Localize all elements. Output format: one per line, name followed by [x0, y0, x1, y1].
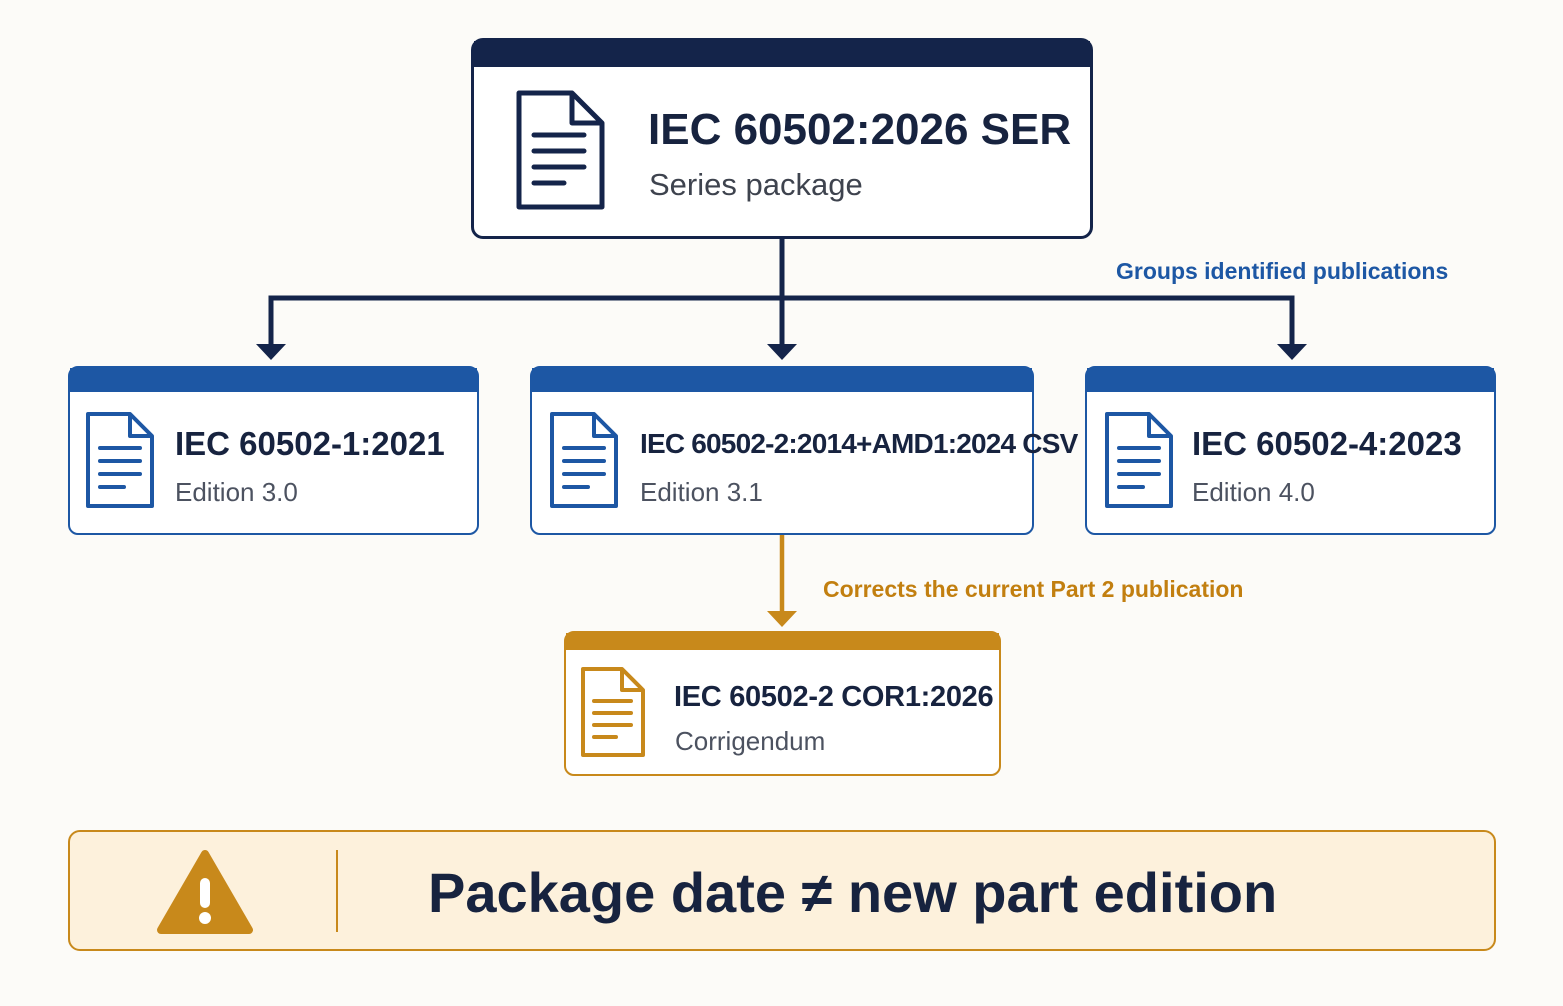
part-edition: Edition 3.1: [640, 477, 763, 507]
warning-text: Package date ≠ new part edition: [428, 861, 1278, 924]
warning-banner: Package date ≠ new part edition: [68, 830, 1496, 951]
corrigendum-title: IEC 60502-2 COR1:2026: [674, 681, 994, 713]
corrigendum-subtitle: Corrigendum: [675, 726, 826, 756]
part-edition: Edition 3.0: [175, 477, 298, 507]
document-icon: [581, 667, 645, 757]
part-edition: Edition 4.0: [1192, 477, 1315, 507]
package-subtitle: Series package: [649, 167, 863, 202]
card-header-bar: [566, 633, 999, 650]
card-header-bar: [474, 41, 1090, 67]
corrigendum-card[interactable]: IEC 60502-2 COR1:2026 Corrigendum: [564, 631, 1001, 776]
card-header-bar: [1087, 368, 1494, 392]
card-header-bar: [70, 368, 477, 392]
part-title: IEC 60502-2:2014+AMD1:2024 CSV: [640, 428, 1078, 459]
warning-triangle-icon: [157, 850, 253, 934]
part-2-card[interactable]: IEC 60502-2:2014+AMD1:2024 CSV Edition 3…: [530, 366, 1078, 535]
part-title: IEC 60502-4:2023: [1192, 425, 1462, 462]
package-title: IEC 60502:2026 SER: [648, 105, 1072, 154]
series-package-card[interactable]: IEC 60502:2026 SER Series package: [471, 38, 1093, 239]
document-icon: [550, 412, 618, 508]
groups-note: Groups identified publications: [1116, 258, 1449, 284]
document-icon: [1105, 412, 1173, 508]
part-4-card[interactable]: IEC 60502-4:2023 Edition 4.0: [1085, 366, 1496, 535]
document-icon: [516, 90, 605, 210]
banner-divider: [336, 850, 338, 932]
part-title: IEC 60502-1:2021: [175, 425, 445, 462]
part-1-card[interactable]: IEC 60502-1:2021 Edition 3.0: [68, 366, 479, 535]
document-icon: [86, 412, 154, 508]
corrects-note: Corrects the current Part 2 publication: [823, 576, 1244, 602]
card-header-bar: [532, 368, 1032, 392]
